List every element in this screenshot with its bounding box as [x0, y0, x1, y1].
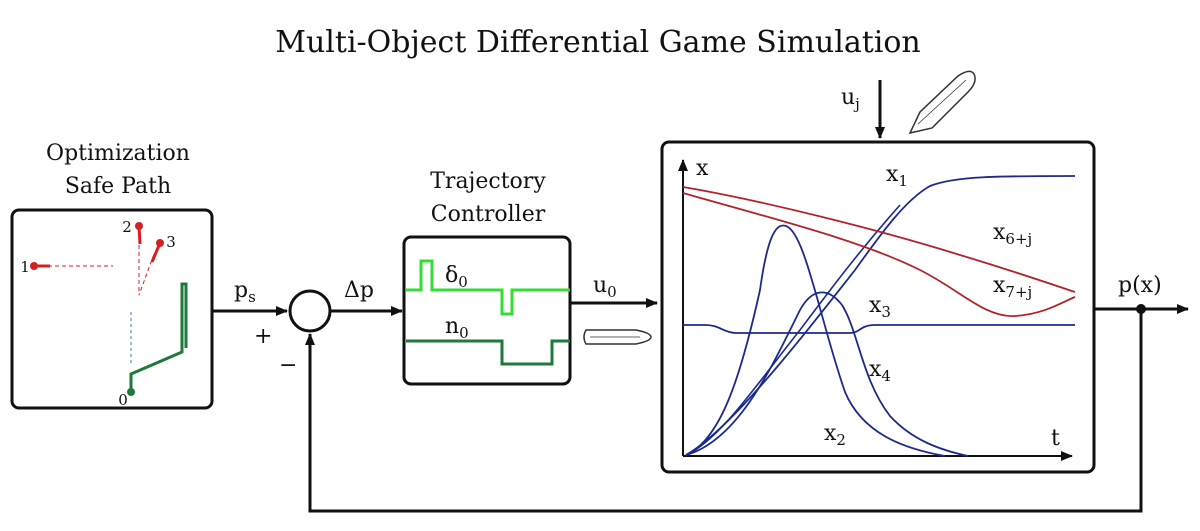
- optimization-title-line2: Safe Path: [65, 174, 171, 199]
- path-point-1: [30, 262, 38, 270]
- path-point-0: [127, 388, 135, 396]
- point-label-0: 0: [118, 391, 128, 409]
- ps-label: ps: [234, 278, 256, 306]
- optimization-title-line1: Optimization: [46, 141, 190, 166]
- path-point-3: [156, 239, 164, 247]
- label-x7j: x7+j: [993, 273, 1032, 301]
- px-label: p(x): [1118, 273, 1162, 298]
- delta0-signal: [406, 259, 570, 316]
- target-ship-icon: [908, 70, 976, 135]
- n0-label: n0: [445, 314, 469, 342]
- uj-label: uj: [841, 85, 860, 113]
- diagram-title: Multi-Object Differential Game Simulatio…: [275, 25, 920, 60]
- safe-path-graphic: [30, 222, 188, 396]
- label-x4: x4: [869, 357, 891, 385]
- point-label-2: 2: [122, 218, 132, 236]
- curve-x6j: [682, 186, 1076, 293]
- x-axis-label: t: [1051, 426, 1060, 451]
- label-x1: x1: [886, 162, 908, 190]
- controller-title-line1: Trajectory: [430, 169, 546, 194]
- controller-title-line2: Controller: [431, 202, 546, 227]
- point-label-3: 3: [166, 233, 176, 251]
- label-x6j: x6+j: [993, 220, 1032, 248]
- label-x3: x3: [869, 293, 891, 321]
- y-axis-label: x: [696, 156, 709, 181]
- summing-junction: [288, 289, 332, 333]
- delta0-label: δ0: [445, 263, 468, 291]
- dp-label: Δp: [344, 278, 374, 303]
- simulation-block: [660, 140, 1096, 474]
- label-x2: x2: [824, 421, 846, 449]
- curve-x2: [685, 224, 946, 457]
- point-label-1: 1: [20, 258, 30, 276]
- plus-sign: +: [254, 324, 272, 349]
- optimization-block: [10, 208, 214, 410]
- curve-x4: [685, 291, 969, 457]
- own-ship-icon: [583, 329, 652, 345]
- curve-x3: [683, 324, 1075, 334]
- minus-sign: −: [279, 353, 297, 378]
- controller-block: [402, 235, 572, 386]
- curve-x7j: [682, 192, 1076, 317]
- path-point-2: [135, 222, 143, 230]
- feedback-path: [305, 309, 1143, 513]
- n0-signal: [406, 339, 570, 366]
- u0-label: u0: [593, 273, 617, 301]
